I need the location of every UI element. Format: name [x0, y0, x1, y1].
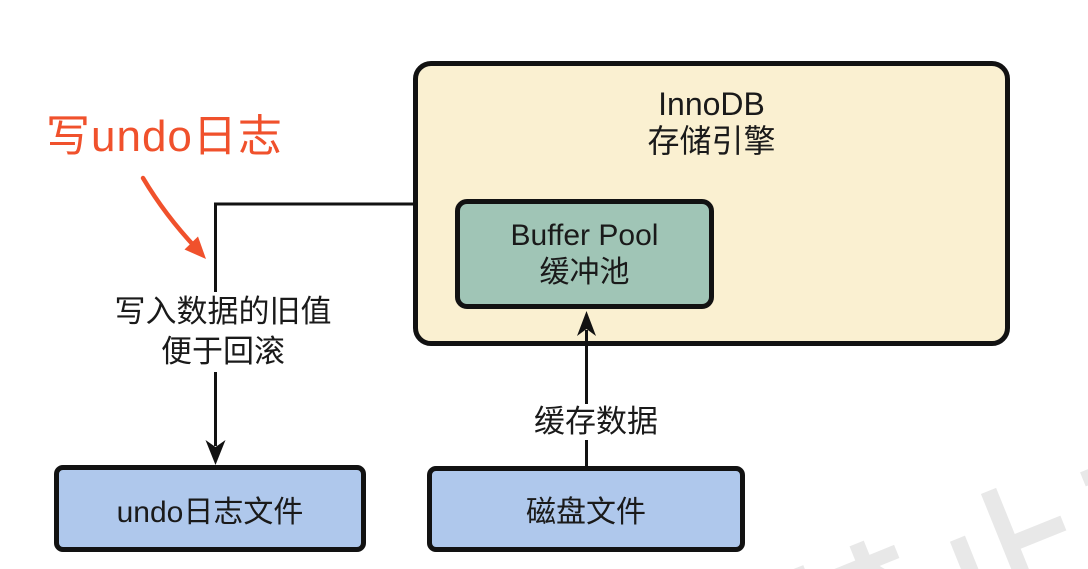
write-undo-arrow	[140, 175, 199, 251]
undo-note-line2: 便于回滚	[161, 334, 285, 369]
buffer-pool-title-zh: 缓冲池	[539, 256, 630, 289]
innodb-title-zh: 存储引擎	[647, 123, 776, 159]
write-undo-log-label: 写undo日志	[46, 112, 283, 161]
buffer-pool-box: Buffer Pool 缓冲池	[455, 199, 714, 309]
watermark: 禁止转	[754, 387, 1088, 569]
buffer-pool-title: Buffer Pool 缓冲池	[460, 204, 709, 291]
innodb-title-en: InnoDB	[658, 86, 765, 122]
undo-note-line1: 写入数据的旧值	[114, 294, 332, 329]
undo-log-file-box: undo日志文件	[54, 465, 366, 552]
write-undo-arrowhead	[184, 236, 206, 259]
buffer-pool-title-en: Buffer Pool	[510, 219, 659, 252]
undo-flow-arrowhead-down	[205, 440, 226, 465]
disk-file-label: 磁盘文件	[526, 496, 646, 529]
innodb-engine-title: InnoDB 存储引擎	[418, 66, 1005, 160]
cache-note: 缓存数据	[526, 404, 666, 440]
undo-log-file-label: undo日志文件	[116, 495, 304, 529]
innodb-engine-box: InnoDB 存储引擎 Buffer Pool 缓冲池	[413, 61, 1010, 346]
undo-note: 写入数据的旧值 便于回滚	[98, 292, 348, 372]
disk-file-box: 磁盘文件	[427, 466, 745, 552]
